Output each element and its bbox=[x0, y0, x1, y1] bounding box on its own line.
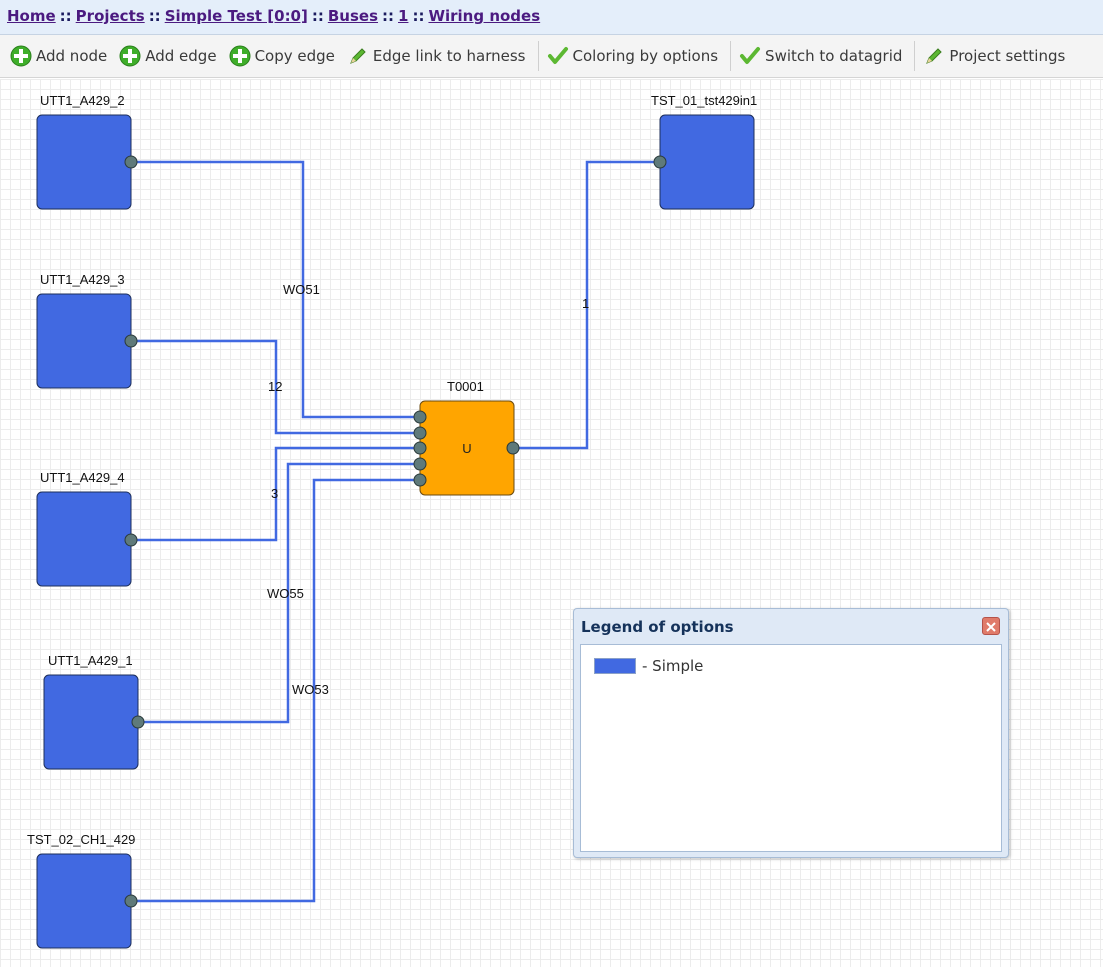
port[interactable] bbox=[506, 441, 520, 455]
edge-label-3: 3 bbox=[271, 486, 278, 501]
switch-to-datagrid-button[interactable]: Switch to datagrid bbox=[739, 45, 902, 67]
port[interactable] bbox=[653, 155, 667, 169]
pencil-icon bbox=[923, 45, 945, 67]
port[interactable] bbox=[413, 410, 427, 424]
edge-label-wo55: WO55 bbox=[267, 586, 304, 601]
port[interactable] bbox=[413, 473, 427, 487]
project-settings-button[interactable]: Project settings bbox=[923, 45, 1065, 67]
coloring-label: Coloring by options bbox=[572, 47, 719, 65]
close-icon bbox=[986, 617, 996, 636]
plus-circle-icon bbox=[229, 45, 251, 67]
checkmark-icon bbox=[739, 45, 761, 67]
legend-item-label: - Simple bbox=[642, 657, 704, 675]
port[interactable] bbox=[124, 533, 138, 547]
node-label: UTT1_A429_4 bbox=[40, 470, 125, 485]
checkmark-icon bbox=[547, 45, 569, 67]
node-t0001-inner-label: U bbox=[462, 441, 471, 456]
breadcrumb: Home::Projects::Simple Test [0:0]::Buses… bbox=[0, 0, 1103, 35]
node-label: UTT1_A429_1 bbox=[48, 653, 133, 668]
add-node-label: Add node bbox=[36, 47, 108, 65]
node-utt1-a429-4[interactable] bbox=[36, 491, 132, 587]
project-settings-label: Project settings bbox=[949, 47, 1066, 65]
node-tst-01-tst429in1[interactable] bbox=[659, 114, 755, 210]
breadcrumb-separator: :: bbox=[311, 7, 324, 25]
breadcrumb-separator: :: bbox=[412, 7, 425, 25]
breadcrumb-bus-link[interactable]: 1 bbox=[398, 7, 409, 25]
switch-datagrid-label: Switch to datagrid bbox=[765, 47, 903, 65]
wire-wo51[interactable] bbox=[131, 160, 420, 419]
nodes bbox=[36, 114, 755, 949]
node-label: UTT1_A429_3 bbox=[40, 272, 125, 287]
breadcrumb-home-link[interactable]: Home bbox=[7, 7, 56, 25]
legend-swatch bbox=[594, 658, 636, 674]
legend-body: - Simple bbox=[580, 644, 1002, 852]
node-label: UTT1_A429_2 bbox=[40, 93, 125, 108]
edge-label-12: 12 bbox=[268, 379, 282, 394]
node-utt1-a429-2[interactable] bbox=[36, 114, 132, 210]
port[interactable] bbox=[124, 894, 138, 908]
legend-title: Legend of options bbox=[581, 618, 734, 636]
legend-item: - Simple bbox=[594, 657, 703, 675]
toolbar-divider bbox=[730, 41, 732, 71]
node-tst-02-ch1-429[interactable] bbox=[36, 853, 132, 949]
edge-label-1: 1 bbox=[582, 296, 589, 311]
port[interactable] bbox=[413, 457, 427, 471]
breadcrumb-project-link[interactable]: Simple Test [0:0] bbox=[164, 7, 308, 25]
breadcrumb-separator: :: bbox=[59, 7, 72, 25]
wire-3[interactable] bbox=[131, 446, 420, 542]
edge-labels: WO51 12 3 WO55 WO53 1 bbox=[267, 282, 589, 697]
wire-wo55[interactable] bbox=[138, 462, 420, 724]
pencil-icon bbox=[347, 45, 369, 67]
toolbar-divider bbox=[914, 41, 916, 71]
edge-label-wo53: WO53 bbox=[292, 682, 329, 697]
port[interactable] bbox=[124, 334, 138, 348]
edge-link-label: Edge link to harness bbox=[372, 47, 526, 65]
edge-link-to-harness-button[interactable]: Edge link to harness bbox=[347, 45, 526, 67]
plus-circle-icon bbox=[10, 45, 32, 67]
toolbar: Add node Add edge Copy edge Edge link to… bbox=[0, 35, 1103, 78]
port[interactable] bbox=[413, 426, 427, 440]
wire-wo53[interactable] bbox=[131, 478, 420, 903]
add-edge-label: Add edge bbox=[145, 47, 217, 65]
edge-label-wo51: WO51 bbox=[283, 282, 320, 297]
breadcrumb-separator: :: bbox=[148, 7, 161, 25]
add-edge-button[interactable]: Add edge bbox=[119, 45, 217, 67]
coloring-by-options-button[interactable]: Coloring by options bbox=[547, 45, 719, 67]
add-node-button[interactable]: Add node bbox=[10, 45, 107, 67]
port[interactable] bbox=[413, 441, 427, 455]
legend-panel[interactable]: Legend of options - Simple bbox=[573, 608, 1009, 858]
wire-1[interactable] bbox=[513, 160, 660, 450]
node-label: TST_01_tst429in1 bbox=[651, 93, 757, 108]
ports bbox=[124, 155, 667, 908]
wires bbox=[131, 160, 660, 903]
node-label: T0001 bbox=[447, 379, 484, 394]
node-label: TST_02_CH1_429 bbox=[27, 832, 135, 847]
port[interactable] bbox=[131, 715, 145, 729]
port[interactable] bbox=[124, 155, 138, 169]
node-utt1-a429-1[interactable] bbox=[43, 674, 139, 770]
breadcrumb-projects-link[interactable]: Projects bbox=[75, 7, 145, 25]
breadcrumb-separator: :: bbox=[382, 7, 395, 25]
plus-circle-icon bbox=[119, 45, 141, 67]
breadcrumb-wiring-nodes-link[interactable]: Wiring nodes bbox=[428, 7, 541, 25]
node-labels: UTT1_A429_2 UTT1_A429_3 UTT1_A429_4 UTT1… bbox=[27, 93, 757, 847]
copy-edge-button[interactable]: Copy edge bbox=[229, 45, 335, 67]
node-utt1-a429-3[interactable] bbox=[36, 293, 132, 389]
wire-12[interactable] bbox=[131, 339, 420, 435]
copy-edge-label: Copy edge bbox=[254, 47, 335, 65]
breadcrumb-buses-link[interactable]: Buses bbox=[327, 7, 379, 25]
close-button[interactable] bbox=[982, 617, 1000, 635]
toolbar-divider bbox=[537, 41, 539, 71]
